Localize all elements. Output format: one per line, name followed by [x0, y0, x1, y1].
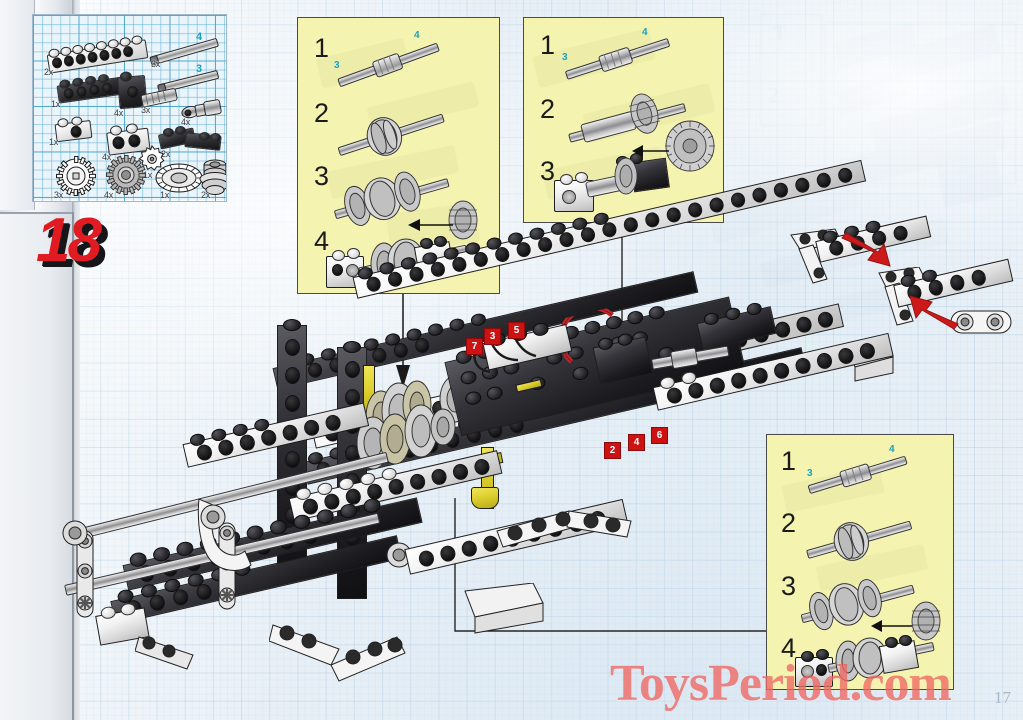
axle-label-4: 4: [889, 444, 895, 455]
callout-substep-number: 1: [540, 30, 556, 60]
part-gear-16-tooth-white: [56, 156, 96, 196]
part-qty-label: 3x: [151, 59, 161, 69]
direction-arrow-upper: [841, 232, 891, 267]
site-watermark: ToysPeriod.com: [610, 655, 952, 712]
assembly-arrow: [408, 219, 453, 231]
part-qty-label: 3x: [54, 190, 64, 200]
parts-inventory-box: 2x 1x 1x 4x: [32, 14, 227, 202]
model-bent-liftarm-right-lower: [495, 509, 655, 579]
callout-exploded-gear: [911, 601, 941, 641]
callout-exploded-gear: [448, 200, 478, 240]
part-qty-label: 4x: [104, 190, 114, 200]
callout-substep-number: 3: [314, 161, 330, 191]
part-brick-1x2-white: [51, 111, 96, 144]
callout-substep-number: 2: [540, 94, 556, 124]
position-tag-6: 6: [651, 427, 668, 444]
part-qty-label: 1x: [160, 190, 170, 200]
axle-label-3: 3: [807, 468, 813, 479]
part-qty-label: 2x: [44, 67, 54, 77]
axle-label-3: 3: [562, 52, 568, 63]
part-gear-16-tooth-grey: [106, 155, 146, 195]
callout-art-substep-3: [554, 150, 704, 212]
direction-arrow-lower: [909, 295, 959, 330]
axle-label-3: 3: [334, 60, 340, 71]
part-plate-curved-black: [157, 123, 222, 151]
assembly-arrow: [871, 620, 912, 632]
part-qty-label: 4x: [181, 117, 191, 127]
callout-substep-number: 4: [314, 226, 330, 256]
model-hub-left: [57, 513, 97, 553]
part-qty-label: 1x: [143, 170, 153, 180]
step-number: 18: [36, 206, 102, 275]
axle-label-4: 4: [414, 30, 420, 41]
main-model-illustration: [55, 159, 1015, 685]
part-qty-label: 1x: [49, 137, 59, 147]
callout-art-substep-4: [793, 631, 943, 689]
part-qty-label: 4x: [114, 108, 124, 118]
callout-exploded-gear: [665, 120, 715, 172]
part-qty-label: 3x: [141, 105, 151, 115]
page-number: 17: [994, 688, 1011, 707]
part-qty-label: 4x: [102, 152, 112, 162]
axle-label-3: 3: [196, 63, 203, 75]
callout-art-substep-2: [561, 77, 694, 159]
part-qty-label: 2x: [161, 149, 171, 159]
position-tag-5: 5: [508, 322, 525, 339]
position-tag-3: 3: [484, 328, 501, 345]
model-rear-connector: [947, 303, 1023, 343]
axle-label-4: 4: [196, 31, 203, 43]
callout-panel-left: 1 4 3 2 3: [297, 17, 500, 294]
callout-substep-number: 4: [781, 633, 797, 663]
callout-art-substep-3: [794, 560, 923, 641]
part-gear-24-tooth-crown: [155, 163, 203, 193]
model-bent-liftarm-bottom-left: [134, 623, 255, 683]
position-tag-7: 7: [466, 338, 483, 355]
callout-substep-number: 3: [781, 571, 797, 601]
model-bent-liftarm-front: [268, 605, 429, 685]
callout-panel-middle: 1 4 3 2 3: [523, 17, 724, 223]
callout-substep-number: 2: [314, 98, 330, 128]
model-plate-bottom-white: [459, 582, 569, 639]
gutter-edge-shadow: [72, 0, 75, 720]
assembly-arrow: [632, 145, 669, 157]
callout-art-substep-2: [331, 94, 452, 174]
gutter-panel-top: [0, 0, 35, 210]
callout-substep-number: 3: [540, 156, 556, 186]
part-qty-label: 1x: [51, 99, 61, 109]
part-qty-label: 2x: [201, 190, 211, 200]
callout-substep-number: 1: [781, 446, 797, 476]
callout-art-substep-3: [327, 154, 457, 237]
callout-art-substep-2: [801, 501, 920, 577]
axle-label-4: 4: [642, 27, 648, 38]
part-differential-housing: [199, 159, 226, 195]
position-tag-2: 2: [604, 442, 621, 459]
callout-substep-number: 1: [314, 33, 330, 63]
callout-panel-right: 1 4 3 2 3: [766, 434, 954, 690]
model-hub-mid: [195, 497, 235, 537]
part-gear-8-tooth: [138, 145, 165, 171]
callout-substep-number: 2: [781, 508, 797, 538]
position-tag-4: 4: [628, 434, 645, 451]
callout-art-substep-1: [332, 29, 447, 104]
